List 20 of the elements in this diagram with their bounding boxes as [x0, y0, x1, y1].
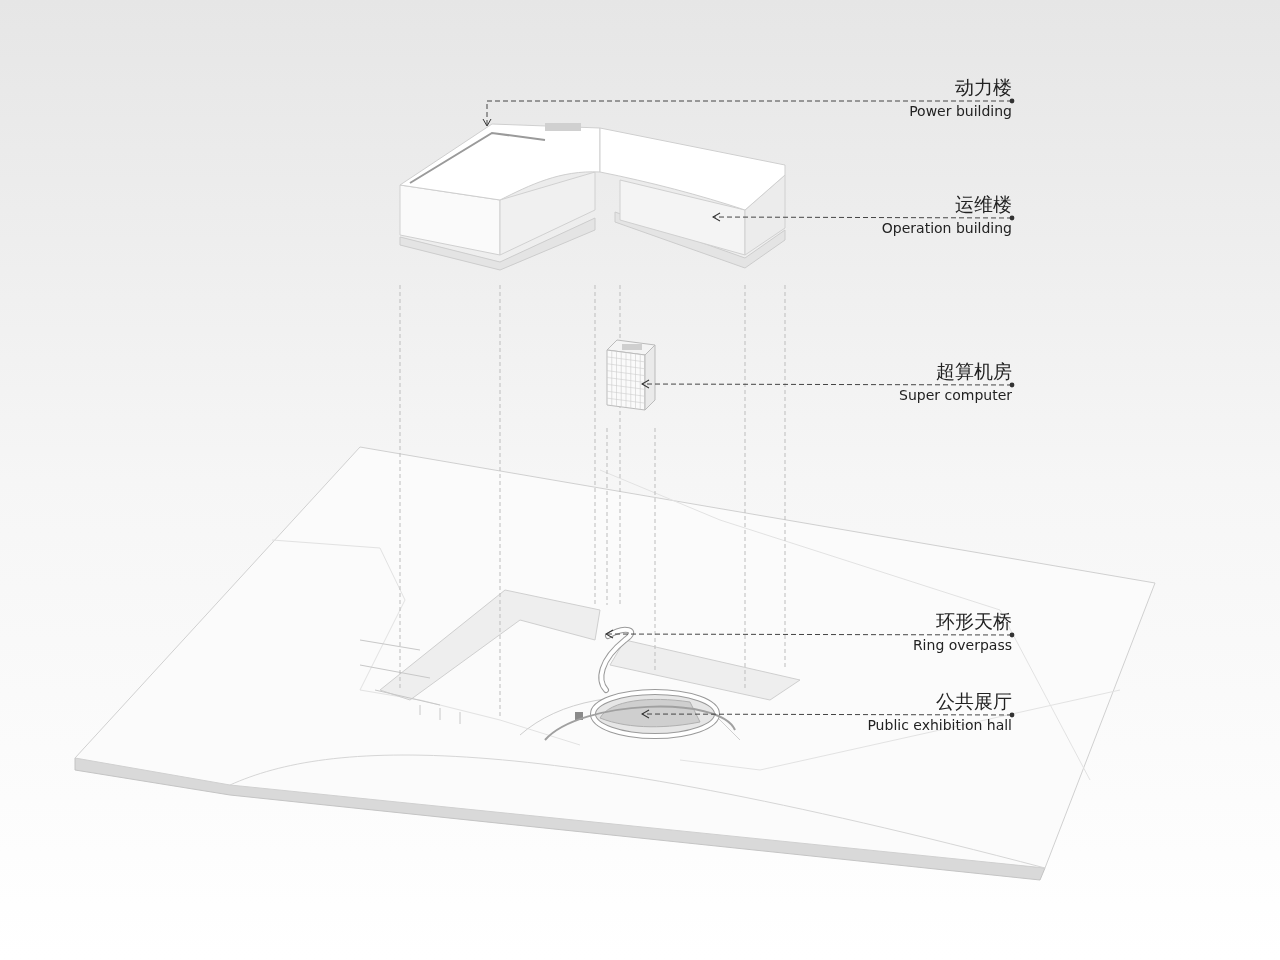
leader-line — [712, 212, 1015, 222]
ring-hall-drawing — [544, 689, 736, 741]
leader-line — [641, 709, 1015, 719]
building-drawing — [599, 127, 786, 269]
leader-line — [482, 98, 1015, 127]
chinese-label: 动力楼 — [954, 76, 1012, 98]
chinese-label: 超算机房 — [935, 360, 1012, 382]
cube-building-drawing — [606, 339, 656, 411]
leader-line — [605, 629, 1015, 639]
chinese-label: 运维楼 — [954, 193, 1012, 215]
leader-line — [641, 379, 1015, 389]
building-drawing — [399, 123, 601, 271]
english-label: Super computer — [899, 386, 1012, 404]
chinese-label: 环形天桥 — [935, 610, 1012, 632]
english-label: Ring overpass — [912, 636, 1012, 654]
english-label: Operation building — [881, 219, 1012, 237]
english-label: Public exhibition hall — [867, 716, 1012, 734]
english-label: Power building — [909, 102, 1012, 120]
curved-overpass-drawing — [598, 626, 635, 693]
chinese-label: 公共展厅 — [935, 690, 1012, 712]
